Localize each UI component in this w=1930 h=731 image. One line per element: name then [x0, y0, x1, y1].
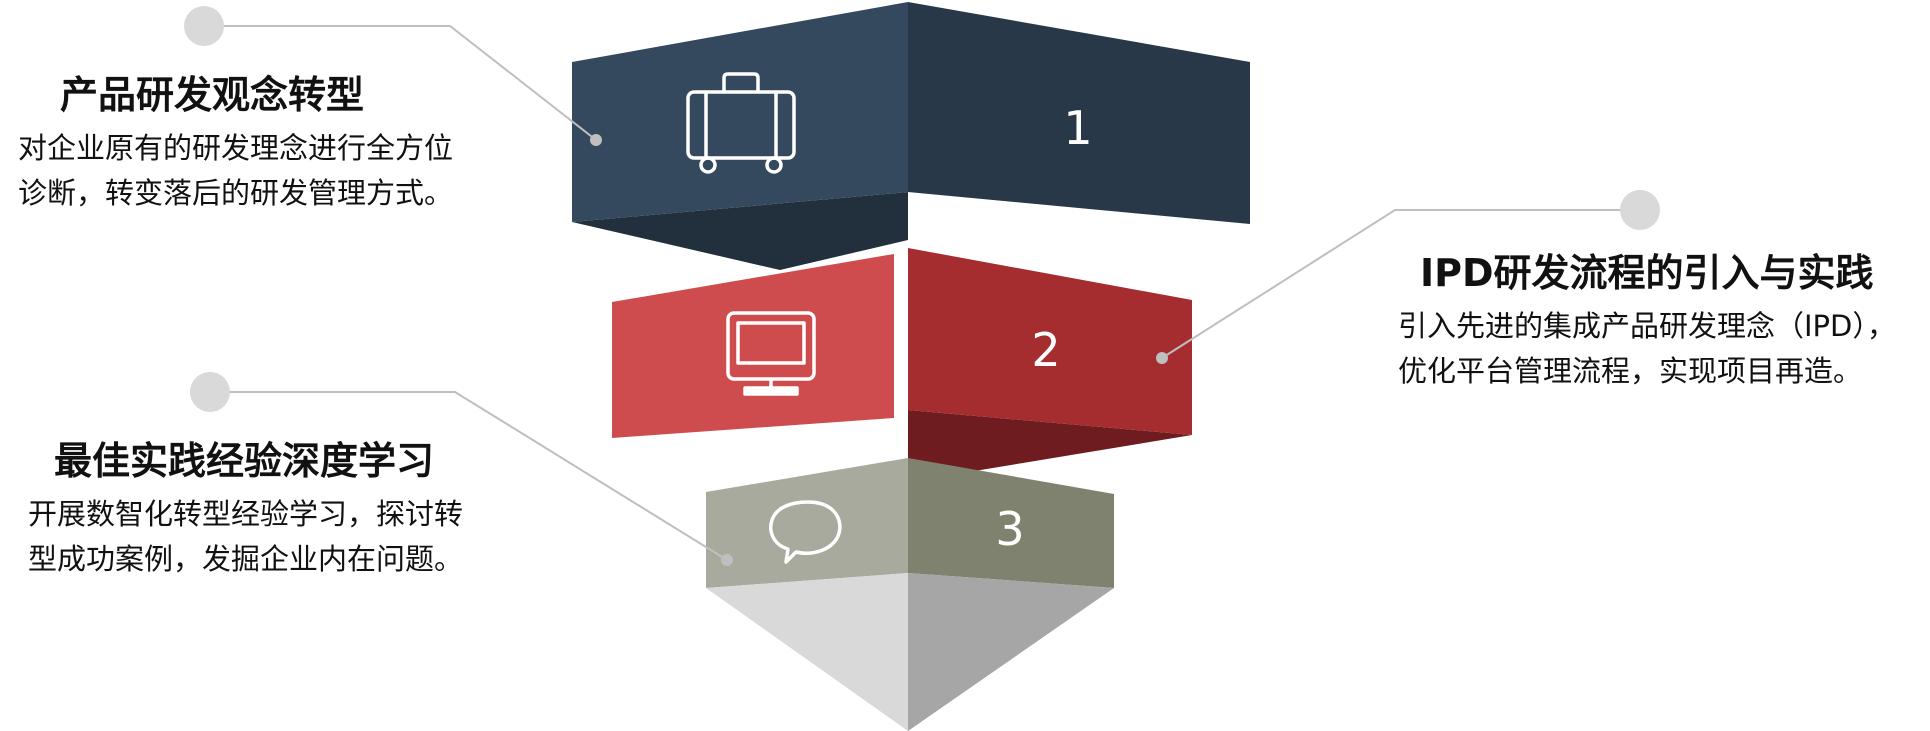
tier-2-left-face [612, 254, 894, 438]
tier-3-right-face [908, 458, 1114, 588]
funnel-point-left [706, 573, 908, 731]
tier-1-right-face [908, 2, 1250, 224]
block-1-description: 对企业原有的研发理念进行全方位诊断，转变落后的研发管理方式。 [18, 131, 454, 210]
connector-2 [1156, 190, 1660, 364]
block-2-title: IPD研发流程的引入与实践 [1420, 251, 1874, 295]
briefcase-icon [686, 72, 796, 174]
block-2-description: 引入先进的集成产品研发理念（IPD），优化平台管理流程，实现项目再造。 [1398, 309, 1896, 388]
tier-2-right-face [908, 248, 1192, 435]
tier-1-number: 1 [1063, 101, 1092, 155]
block-3-description: 开展数智化转型经验学习，探讨转型成功案例，发掘企业内在问题。 [28, 497, 464, 576]
tier-3-left-face [706, 458, 908, 588]
tier-1-left-face [572, 2, 908, 222]
funnel-point-right [908, 573, 1114, 731]
block-3-title: 最佳实践经验深度学习 [54, 439, 435, 483]
tier-2-number: 2 [1031, 323, 1060, 377]
block-3: 最佳实践经验深度学习 开展数智化转型经验学习，探讨转型成功案例，发掘企业内在问题… [28, 438, 468, 582]
connector-1 [184, 6, 602, 146]
tier-1-underside [572, 192, 908, 270]
monitor-icon [726, 311, 816, 396]
tier-3-number: 3 [995, 502, 1024, 556]
block-1-title: 产品研发观念转型 [60, 73, 365, 117]
block-1: 产品研发观念转型 对企业原有的研发理念进行全方位诊断，转变落后的研发管理方式。 [18, 72, 458, 216]
speech-bubble-icon [769, 500, 842, 564]
block-2: IPD研发流程的引入与实践 引入先进的集成产品研发理念（IPD），优化平台管理流… [1398, 250, 1918, 394]
tier-2-underside [908, 410, 1192, 482]
connector-3 [190, 372, 733, 566]
